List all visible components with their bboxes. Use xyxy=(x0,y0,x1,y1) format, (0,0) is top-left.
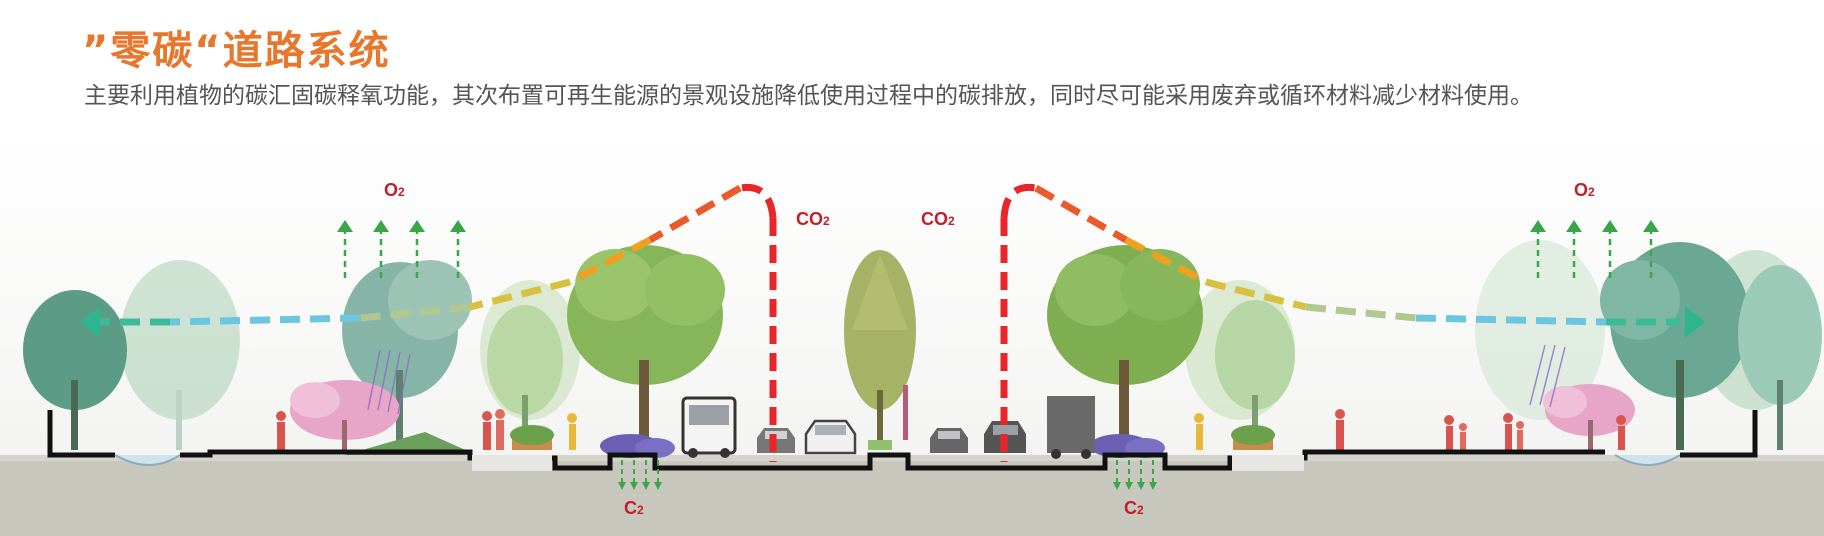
car-2 xyxy=(804,419,857,455)
ground xyxy=(0,458,1824,536)
c2-arrowheads-right xyxy=(1113,482,1157,490)
planter-right xyxy=(1231,425,1275,450)
c2-arrows-right xyxy=(1116,460,1154,484)
grass-mound xyxy=(345,432,470,455)
rain-lines-left xyxy=(367,349,411,415)
blossom-tree-left xyxy=(290,380,400,450)
car-3 xyxy=(930,428,968,453)
o2-arrowheads-right xyxy=(1530,220,1659,232)
truck xyxy=(1047,396,1095,459)
planter-left xyxy=(510,425,554,450)
c2-label-left: C2 xyxy=(624,498,644,518)
people-right xyxy=(1194,409,1626,450)
tree-right-3 xyxy=(1215,300,1295,450)
co2-vertical-lines xyxy=(769,218,1008,462)
tree-right-main xyxy=(1047,245,1203,450)
median-conifer-tree xyxy=(844,250,916,450)
o2-label-left: O2 xyxy=(384,180,405,200)
co2-label-left: CO2 xyxy=(796,209,830,229)
section-profile xyxy=(47,410,1758,471)
c2-arrowheads-left xyxy=(618,482,662,490)
carbon-flow-arc-left xyxy=(100,183,777,326)
people-left xyxy=(276,409,577,450)
tree-left-3 xyxy=(487,305,563,450)
flow-arrowhead-left xyxy=(80,306,100,338)
flow-arrowhead-right xyxy=(1685,306,1705,338)
bus xyxy=(681,396,737,458)
c2-arrows-left xyxy=(621,460,659,484)
tree-right-edge xyxy=(1738,265,1822,450)
co2-label-right: CO2 xyxy=(921,209,955,229)
c2-label-right: C2 xyxy=(1124,498,1144,518)
o2-arrows-left xyxy=(343,230,460,278)
o2-arrowheads-left xyxy=(337,220,466,232)
o2-arrows-right xyxy=(1536,230,1653,278)
rain-lines-right xyxy=(1529,344,1566,408)
o2-label-right: O2 xyxy=(1574,180,1595,200)
median-column xyxy=(903,385,908,440)
page-title: ”零碳“道路系统 xyxy=(82,28,391,74)
carbon-flow-arc-right xyxy=(1000,183,1680,326)
page-subtitle: 主要利用植物的碳汇固碳释氧功能，其次布置可再生能源的景观设施降低使用过程中的碳排… xyxy=(84,83,1533,109)
